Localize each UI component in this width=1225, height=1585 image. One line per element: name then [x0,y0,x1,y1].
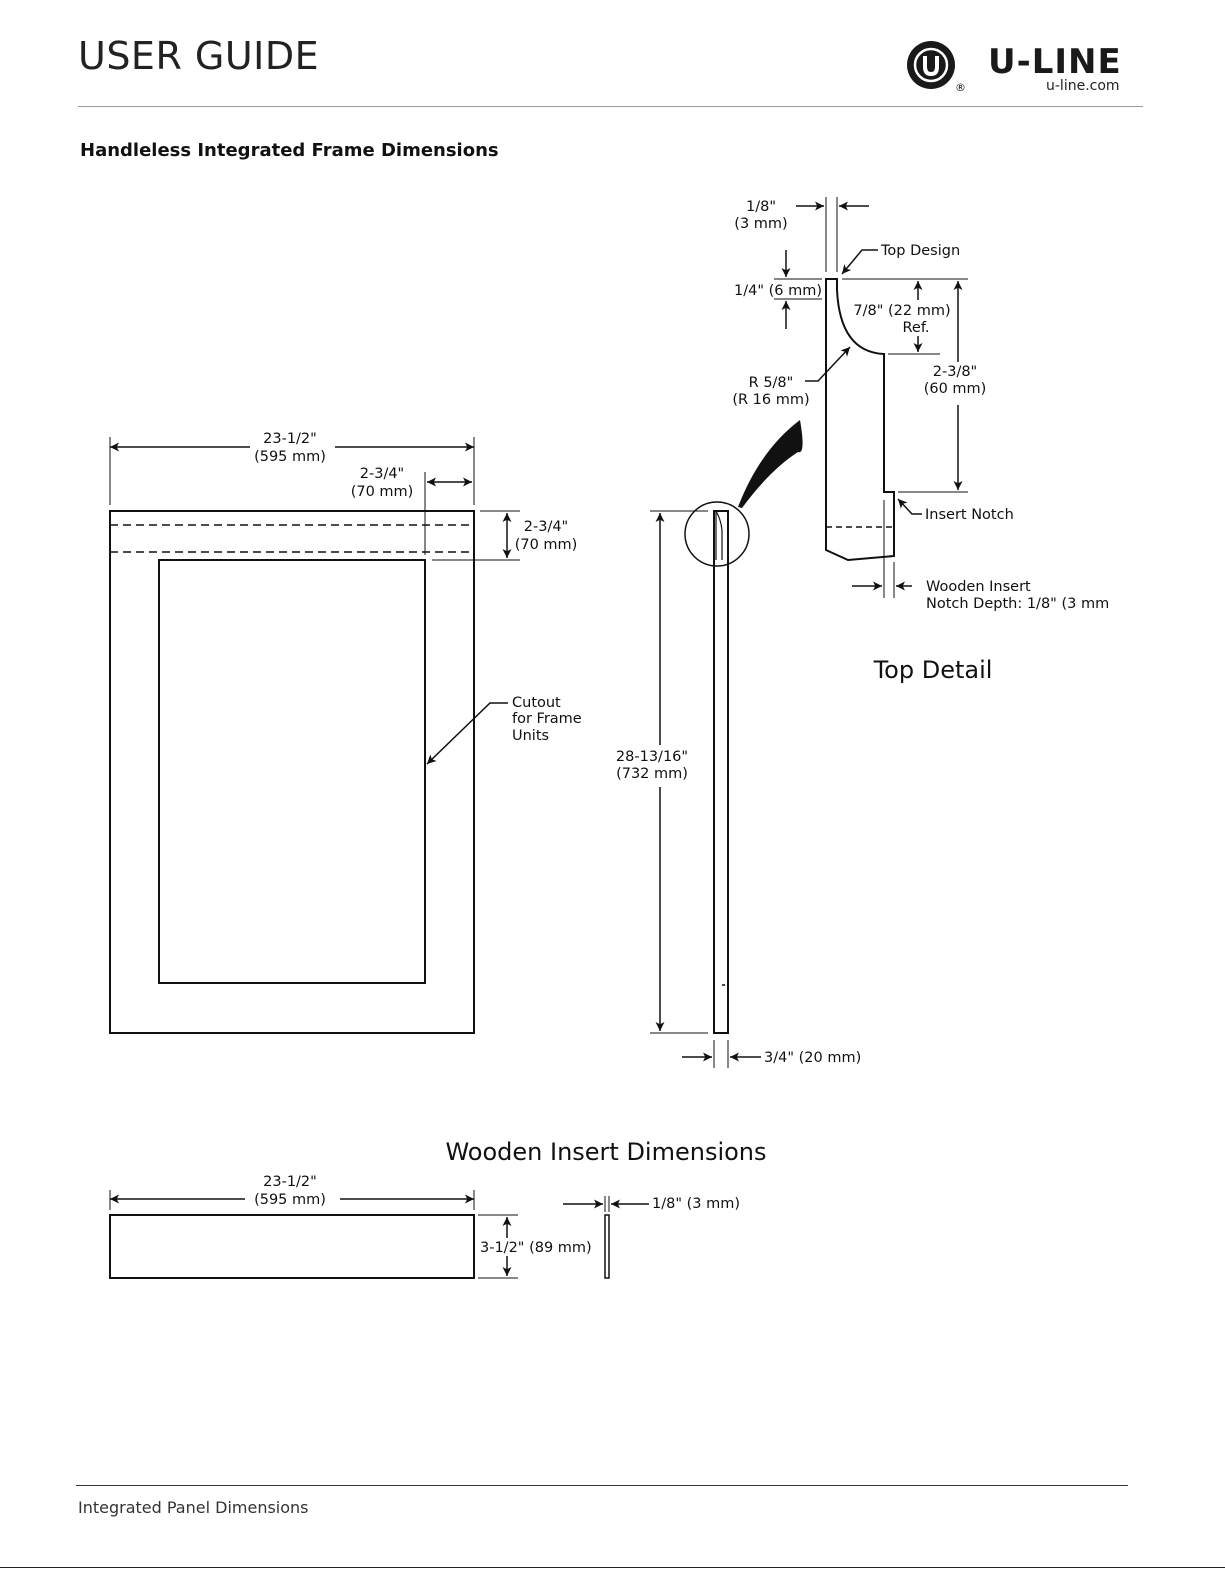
rail-height-mm: (70 mm) [515,537,578,553]
insert-width-in: 23-1/2" [263,1174,317,1190]
frame-width-in: 23-1/2" [263,431,317,447]
header-divider [78,106,1143,107]
u-line-logo-mark-icon: ® [907,41,966,94]
cutout-label-2: for Frame [512,711,582,727]
frame-outline [109,510,475,1034]
top-detail-view [774,197,968,598]
detail-callout-pointer [738,420,803,508]
page-title: USER GUIDE [78,34,320,78]
brand-wordmark: U-LINE [988,42,1122,82]
insert-view [109,1190,649,1279]
insert-height-label: 3-1/2" (89 mm) [480,1240,592,1256]
cutout-outline [158,559,426,984]
footer-divider [76,1485,1128,1486]
detail-callout-circle [684,501,750,567]
stile-width-mm: (70 mm) [351,484,414,500]
insert-title: Wooden Insert Dimensions [445,1138,766,1166]
lip-width-in: 1/8" [746,199,776,215]
radius-leader [805,346,851,382]
ref-label-1: 7/8" (22 mm) [853,303,950,319]
top-detail-title: Top Detail [873,656,993,684]
quarter-label: 1/4" (6 mm) [734,283,822,299]
u-line-logo: ® U-LINE u-line.com [906,36,1146,100]
notch-depth-label-1: Wooden Insert [926,579,1031,595]
stile-width-in: 2-3/4" [360,466,404,482]
notch-depth-label-2: Notch Depth: 1/8" (3 mm [926,596,1109,612]
insert-notch-label: Insert Notch [925,507,1014,523]
section-title: Handleless Integrated Frame Dimensions [80,140,499,161]
insert-outline [109,1214,475,1279]
front-view [109,437,520,1034]
insert-notch-leader [897,498,922,515]
insert-edge-profile [604,1214,610,1279]
rail-height-in: 2-3/4" [524,519,568,535]
cutout-label-1: Cutout [512,695,561,711]
frame-width-mm: (595 mm) [254,449,326,465]
notch-height-in: 2-3/8" [933,364,977,380]
panel-height-in: 28-13/16" [616,749,688,765]
brand-url: u-line.com [1046,78,1120,94]
radius-label-1: R 5/8" [749,375,794,391]
notch-height-mm: (60 mm) [924,381,987,397]
lip-width-mm: (3 mm) [734,216,787,232]
page-bottom-divider [0,1567,1225,1568]
insert-thickness-label: 1/8" (3 mm) [652,1196,740,1212]
registered-mark: ® [955,81,966,94]
panel-thickness-label: 3/4" (20 mm) [764,1050,861,1066]
top-design-label: Top Design [880,243,960,259]
dimension-labels: 23-1/2" (595 mm) 2-3/4" (70 mm) 2-3/4" (… [254,199,1109,1256]
insert-width-mm: (595 mm) [254,1192,326,1208]
top-design-leader [841,249,878,275]
cutout-leader [426,702,508,765]
top-detail-profile [825,278,895,562]
side-view [650,501,761,1068]
radius-label-2: (R 16 mm) [732,392,809,408]
side-profile [713,510,729,1034]
ref-label-2: Ref. [902,320,929,336]
panel-height-mm: (732 mm) [616,766,688,782]
footer-title: Integrated Panel Dimensions [78,1498,309,1517]
cutout-label-3: Units [512,728,549,744]
